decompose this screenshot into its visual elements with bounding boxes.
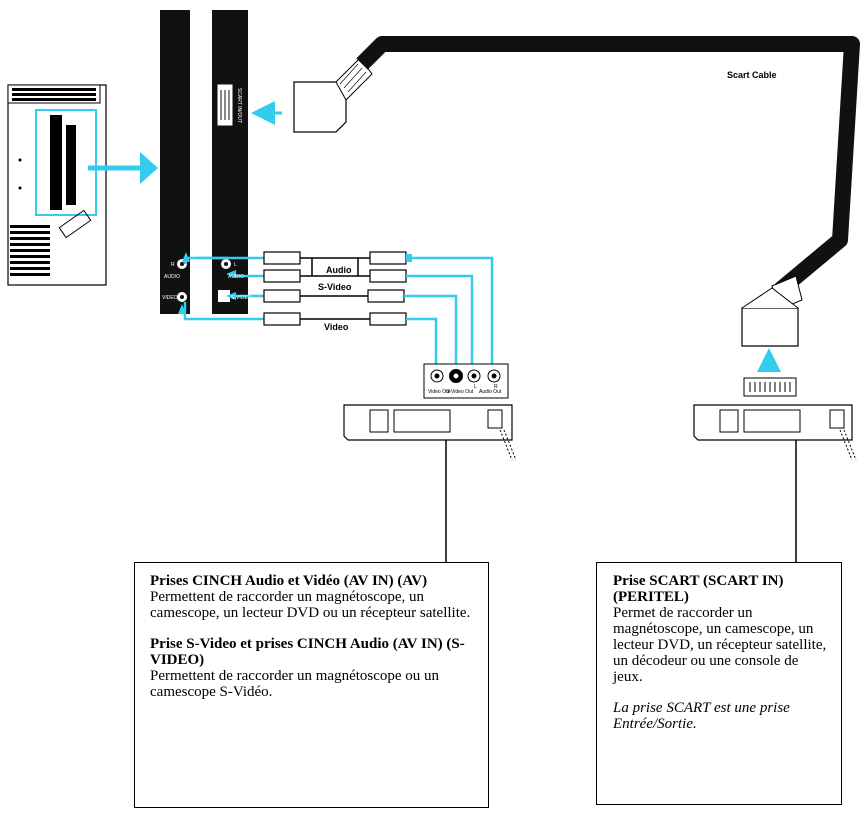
callout-left-heading-1: Prises CINCH Audio et Vidéo (AV IN) (AV) xyxy=(150,573,428,589)
svideo-cable-label: S-Video xyxy=(318,282,352,292)
device-video-out-label: Video Out xyxy=(428,389,451,395)
right-av-device xyxy=(693,404,857,461)
device-av-outputs xyxy=(423,363,509,399)
panel-r-label: R xyxy=(171,262,175,268)
video-cable-label: Video xyxy=(324,322,349,332)
device-l-label: L xyxy=(474,384,477,390)
callout-right-note: La prise SCART est une prise Entrée/Sort… xyxy=(613,700,790,732)
callout-av-inputs: Prises CINCH Audio et Vidéo (AV IN) (AV)… xyxy=(134,562,489,808)
panel-audio-left-label: AUDIO xyxy=(164,274,180,280)
callout-left-text-1: Permettent de raccorder un magnétoscope,… xyxy=(150,589,471,621)
audio-cable-label: Audio xyxy=(326,265,352,275)
panel-l-label: L xyxy=(234,262,237,268)
panel-svideo-label: S-VIDEO xyxy=(231,295,252,301)
left-side-panel xyxy=(160,10,190,314)
arrowheads-left xyxy=(178,252,236,314)
left-av-device xyxy=(343,404,517,461)
scart-port-label: SCART IN/OUT xyxy=(236,88,242,124)
device-audio-out-label: Audio Out xyxy=(479,389,502,395)
device-r-label: R xyxy=(494,384,498,390)
callout-left-heading-2: Prise S-Video et prises CINCH Audio (AV … xyxy=(150,636,465,668)
panel-video-label: VIDEO xyxy=(162,295,178,301)
right-side-panel xyxy=(212,10,248,314)
device-svideo-out-label: S-Video Out xyxy=(446,389,474,395)
callout-right-heading: Prise SCART (SCART IN) (PERITEL) xyxy=(613,573,784,605)
scart-plug-bottom xyxy=(741,275,803,347)
scart-plug-top xyxy=(293,57,373,133)
scart-cable xyxy=(356,36,860,297)
tv-rear-illustration xyxy=(7,84,158,286)
panel-audio-right-label: AUDIO xyxy=(228,274,244,280)
scart-port xyxy=(217,84,233,126)
callout-right-text: Permet de raccorder un magnétoscope, un … xyxy=(613,605,827,685)
scart-cable-label: Scart Cable xyxy=(727,70,777,80)
callout-scart: Prise SCART (SCART IN) (PERITEL) Permet … xyxy=(596,562,842,805)
callout-left-text-2: Permettent de raccorder un magnétoscope … xyxy=(150,668,440,700)
